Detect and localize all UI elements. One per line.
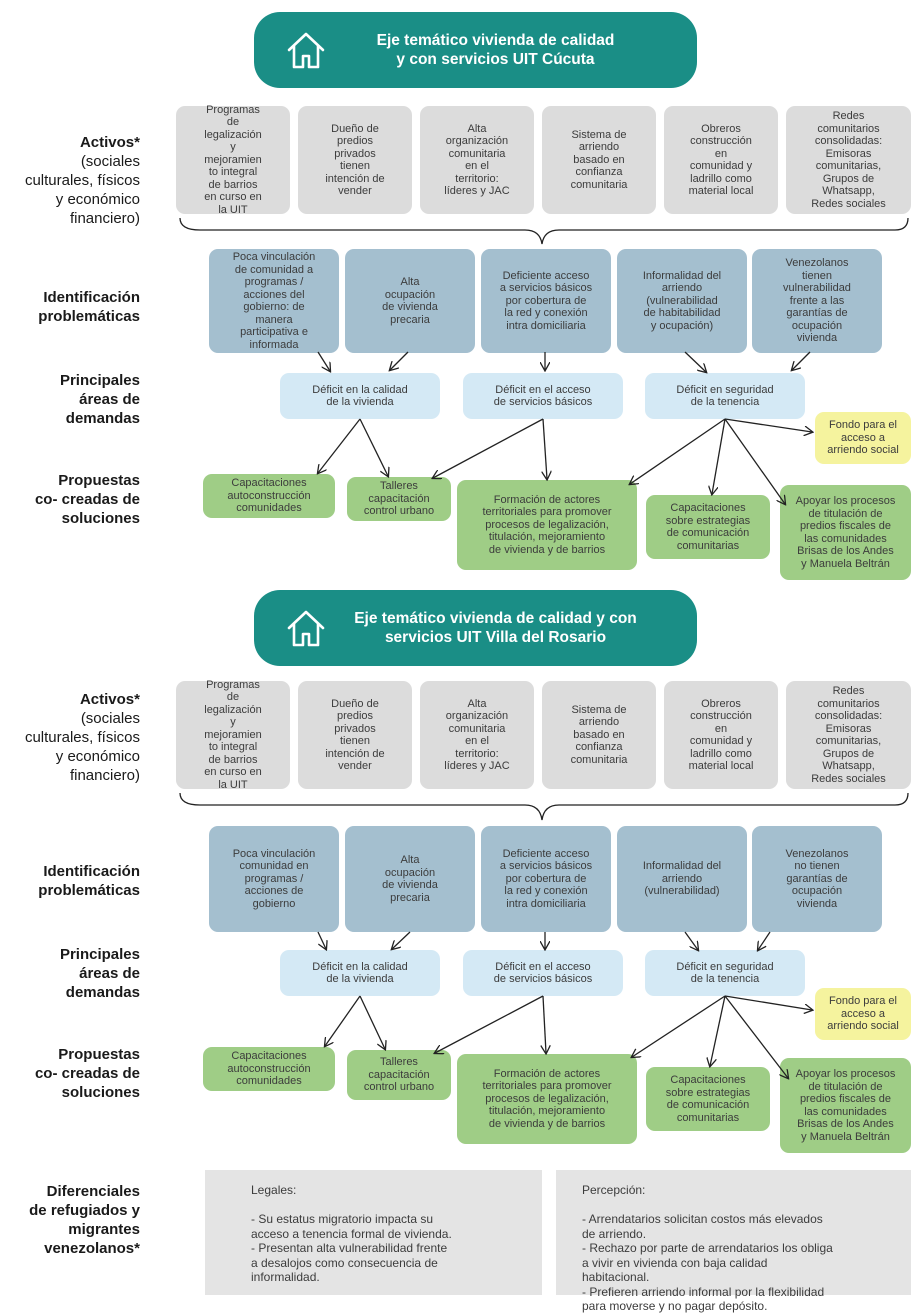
demand-box: Déficit en la calidad de la vivienda bbox=[280, 373, 440, 419]
solution-box: Apoyar los procesos de titulación de pre… bbox=[780, 485, 911, 580]
asset-box: Programas de legalización y mejoramien t… bbox=[176, 104, 290, 216]
asset-box: Sistema de arriendo basado en confianza … bbox=[542, 106, 656, 214]
solution-box: Formación de actores territoriales para … bbox=[457, 1054, 637, 1144]
section-1-label-problems: Identificación problemáticas bbox=[38, 289, 140, 325]
fund-box: Fondo para el acceso a arriendo social bbox=[815, 988, 911, 1040]
asset-box: Dueño de predios privados tienen intenci… bbox=[298, 106, 412, 214]
asset-box: Redes comunitarios consolidadas: Emisora… bbox=[786, 681, 911, 789]
solution-box: Apoyar los procesos de titulación de pre… bbox=[780, 1058, 911, 1153]
brace bbox=[179, 217, 909, 245]
solution-box: Talleres capacitación control urbano bbox=[347, 477, 451, 521]
demand-box: Déficit en la calidad de la vivienda bbox=[280, 950, 440, 996]
solution-box: Capacitaciones sobre estrategias de comu… bbox=[646, 1067, 770, 1131]
asset-box: Redes comunitarios consolidadas: Emisora… bbox=[786, 106, 911, 214]
solution-box: Talleres capacitación control urbano bbox=[347, 1050, 451, 1100]
demand-box: Déficit en el acceso de servicios básico… bbox=[463, 950, 623, 996]
section-2-banner: Eje temático vivienda de calidad y con s… bbox=[254, 590, 697, 666]
section-2-label-activos: Activos* (sociales culturales, físicos y… bbox=[24, 691, 140, 784]
asset-box: Dueño de predios privados tienen intenci… bbox=[298, 681, 412, 789]
brace bbox=[179, 792, 909, 821]
section-2-label-problems: Identificación problemáticas bbox=[38, 863, 140, 899]
asset-box: Obreros construcción en comunidad y ladr… bbox=[664, 106, 778, 214]
problem-box: Poca vinculación comunidad en programas … bbox=[209, 826, 339, 932]
demand-box: Déficit en seguridad de la tenencia bbox=[645, 950, 805, 996]
section-1-label-solutions: Propuestas co- creadas de soluciones bbox=[34, 472, 140, 527]
section-1-label-demands: Principales áreas de demandas bbox=[59, 372, 140, 427]
demand-box: Déficit en seguridad de la tenencia bbox=[645, 373, 805, 419]
problem-box: Informalidad del arriendo (vulnerabilida… bbox=[617, 826, 747, 932]
section-2-title: Eje temático vivienda de calidad y con s… bbox=[354, 610, 637, 646]
problem-box: Venezolanos tienen vulnerabilidad frente… bbox=[752, 249, 882, 353]
problem-box: Poca vinculación de comunidad a programa… bbox=[209, 249, 339, 353]
solution-box: Capacitaciones autoconstrucción comunida… bbox=[203, 474, 335, 518]
section-2-label-solutions: Propuestas co- creadas de soluciones bbox=[34, 1046, 140, 1101]
problem-box: Alta ocupación de vivienda precaria bbox=[345, 826, 475, 932]
asset-box: Alta organización comunitaria en el terr… bbox=[420, 681, 534, 789]
section-1-banner: Eje temático vivienda de calidad y con s… bbox=[254, 12, 697, 88]
asset-box: Obreros construcción en comunidad y ladr… bbox=[664, 681, 778, 789]
solution-box: Capacitaciones sobre estrategias de comu… bbox=[646, 495, 770, 559]
asset-box: Programas de legalización y mejoramien t… bbox=[176, 679, 290, 791]
house-icon bbox=[287, 610, 325, 647]
fund-box: Fondo para el acceso a arriendo social bbox=[815, 412, 911, 464]
differentials-legal-panel: Legales: - Su estatus migratorio impacta… bbox=[205, 1170, 542, 1295]
problem-box: Deficiente acceso a servicios básicos po… bbox=[481, 826, 611, 932]
differentials-perception-panel: Percepción: - Arrendatarios solicitan co… bbox=[556, 1170, 911, 1313]
section-2-label-demands: Principales áreas de demandas bbox=[59, 946, 140, 1001]
solution-box: Capacitaciones autoconstrucción comunida… bbox=[203, 1047, 335, 1091]
differentials-label: Diferenciales de refugiados y migrantes … bbox=[29, 1183, 140, 1257]
problem-box: Venezolanos no tienen garantías de ocupa… bbox=[752, 826, 882, 932]
house-icon bbox=[287, 32, 325, 69]
section-1-label-activos: Activos* (sociales culturales, físicos y… bbox=[24, 134, 140, 227]
asset-box: Alta organización comunitaria en el terr… bbox=[420, 106, 534, 214]
problem-box: Informalidad del arriendo (vulnerabilida… bbox=[617, 249, 747, 353]
asset-box: Sistema de arriendo basado en confianza … bbox=[542, 681, 656, 789]
demand-box: Déficit en el acceso de servicios básico… bbox=[463, 373, 623, 419]
section-1-title: Eje temático vivienda de calidad y con s… bbox=[376, 32, 615, 68]
problem-box: Alta ocupación de vivienda precaria bbox=[345, 249, 475, 353]
solution-box: Formación de actores territoriales para … bbox=[457, 480, 637, 570]
problem-box: Deficiente acceso a servicios básicos po… bbox=[481, 249, 611, 353]
